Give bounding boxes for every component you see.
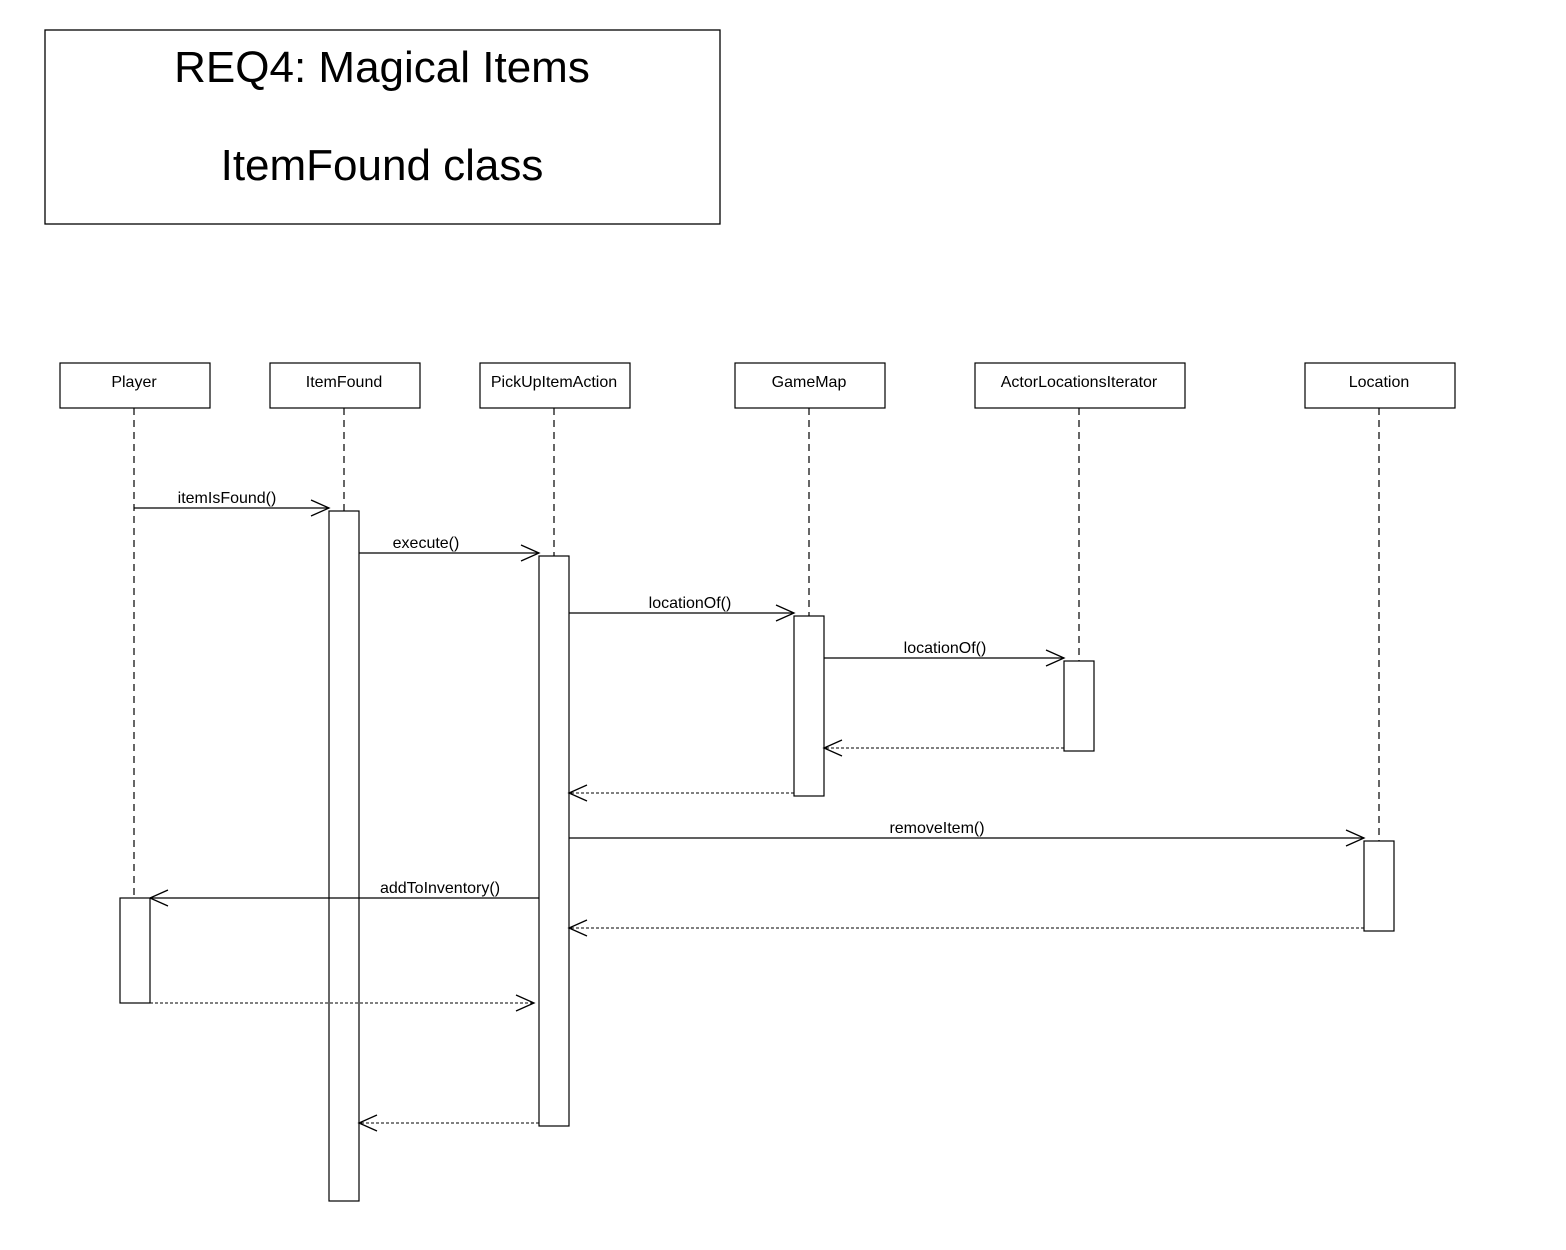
message-locationof-iterator: locationOf(): [824, 640, 1066, 667]
return-pickup-to-itemfound: [357, 1114, 539, 1132]
arrowhead-icon: [775, 604, 796, 622]
participant-box: [59, 362, 211, 409]
return-gamemap-to-pickup: [567, 784, 794, 802]
title-frame: REQ4: Magical Items ItemFound class: [44, 29, 721, 225]
participant-actorlocationsiterator: ActorLocationsIterator: [974, 362, 1186, 661]
participant-box: [479, 362, 631, 409]
participant-box: [734, 362, 886, 409]
participant-gamemap: GameMap: [734, 362, 886, 616]
arrowhead-icon: [357, 1114, 378, 1132]
title-line-2: ItemFound class: [221, 141, 544, 190]
activation-pickupitemaction: [538, 555, 570, 1127]
activation-itemfound: [328, 510, 360, 1202]
arrowhead-icon: [515, 994, 536, 1012]
participant-label: PickUpItemAction: [491, 374, 617, 391]
participant-itemfound: ItemFound: [269, 362, 421, 511]
arrowhead-icon: [822, 739, 843, 757]
message-label: removeItem(): [889, 820, 984, 837]
title-box: [44, 29, 721, 225]
return-player-to-pickup: [150, 994, 536, 1012]
participant-label: ItemFound: [306, 374, 382, 391]
arrowhead-icon: [310, 499, 331, 517]
arrowhead-icon: [567, 784, 588, 802]
message-itemisfound: itemIsFound(): [134, 490, 331, 517]
activation-actorlocationsiterator: [1063, 660, 1095, 752]
message-label: execute(): [393, 535, 460, 552]
message-execute: execute(): [359, 535, 541, 562]
message-label: addToInventory(): [380, 880, 500, 897]
arrowhead-icon: [1345, 829, 1366, 847]
participant-location: Location: [1304, 362, 1456, 841]
participant-pickupitemaction: PickUpItemAction: [479, 362, 631, 556]
arrowhead-icon: [520, 544, 541, 562]
return-iterator-to-gamemap: [822, 739, 1064, 757]
activation-location: [1363, 840, 1395, 932]
message-removeitem: removeItem(): [569, 820, 1366, 847]
message-label: locationOf(): [649, 595, 732, 612]
participant-player: Player: [59, 362, 211, 1003]
message-addtoinventory: addToInventory(): [148, 880, 539, 907]
participant-label: Location: [1349, 374, 1410, 391]
arrowhead-icon: [148, 889, 169, 907]
return-location-to-pickup: [567, 919, 1364, 937]
message-label: locationOf(): [904, 640, 987, 657]
participant-label: Player: [111, 374, 157, 391]
message-locationof-gamemap: locationOf(): [569, 595, 796, 622]
message-label: itemIsFound(): [178, 490, 277, 507]
participant-box: [269, 362, 421, 409]
participant-label: GameMap: [772, 374, 847, 391]
title-line-1: REQ4: Magical Items: [174, 43, 590, 92]
arrowhead-icon: [567, 919, 588, 937]
activation-player: [119, 897, 151, 1004]
participant-box: [974, 362, 1186, 409]
arrowhead-icon: [1045, 649, 1066, 667]
participant-label: ActorLocationsIterator: [1001, 374, 1158, 391]
participant-box: [1304, 362, 1456, 409]
activation-gamemap: [793, 615, 825, 797]
